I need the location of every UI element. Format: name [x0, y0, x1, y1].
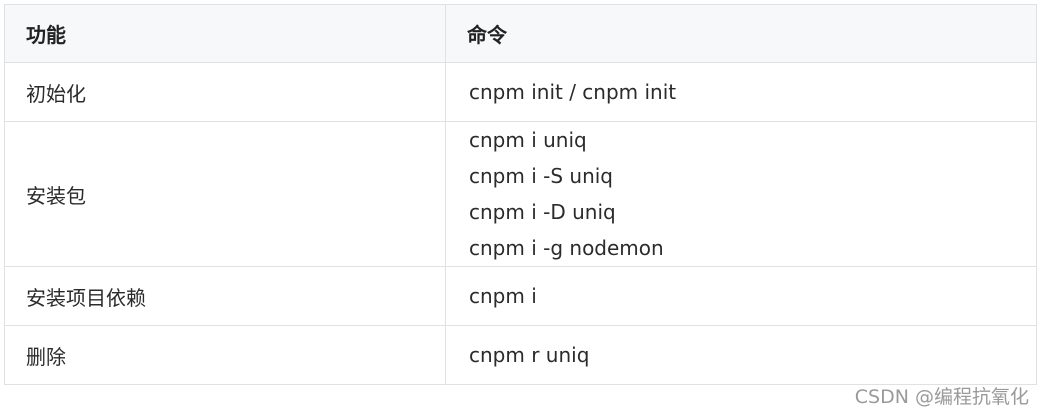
- command-cell: cnpm i uniq cnpm i -S uniq cnpm i -D uni…: [445, 121, 1037, 267]
- feature-cell: 删除: [4, 325, 446, 385]
- feature-cell: 初始化: [4, 62, 446, 122]
- feature-cell: 安装项目依赖: [4, 266, 446, 326]
- command-text: cnpm i -D uniq: [469, 200, 616, 224]
- command-cell: cnpm i: [445, 266, 1037, 326]
- table-row: 初始化 cnpm init / cnpm init: [4, 62, 1037, 122]
- command-text: cnpm i: [469, 284, 537, 308]
- command-text: cnpm i -S uniq: [469, 164, 613, 188]
- table-header-row: 功能 命令: [4, 4, 1037, 63]
- feature-cell: 安装包: [4, 121, 446, 267]
- table-row: 删除 cnpm r uniq: [4, 325, 1037, 385]
- command-text: cnpm i -g nodemon: [469, 236, 664, 260]
- command-table: 功能 命令 初始化 cnpm init / cnpm init 安装包 cnpm…: [4, 4, 1037, 385]
- command-cell: cnpm init / cnpm init: [445, 62, 1037, 122]
- command-text: cnpm r uniq: [469, 343, 590, 367]
- command-cell: cnpm r uniq: [445, 325, 1037, 385]
- command-text: cnpm i uniq: [469, 128, 587, 152]
- command-list: cnpm i uniq cnpm i -S uniq cnpm i -D uni…: [469, 122, 1036, 266]
- header-feature: 功能: [4, 4, 446, 63]
- table-row: 安装项目依赖 cnpm i: [4, 266, 1037, 326]
- header-command: 命令: [445, 4, 1037, 63]
- table-row: 安装包 cnpm i uniq cnpm i -S uniq cnpm i -D…: [4, 121, 1037, 267]
- command-text: cnpm init / cnpm init: [469, 80, 677, 104]
- watermark: CSDN @编程抗氧化: [854, 386, 1029, 408]
